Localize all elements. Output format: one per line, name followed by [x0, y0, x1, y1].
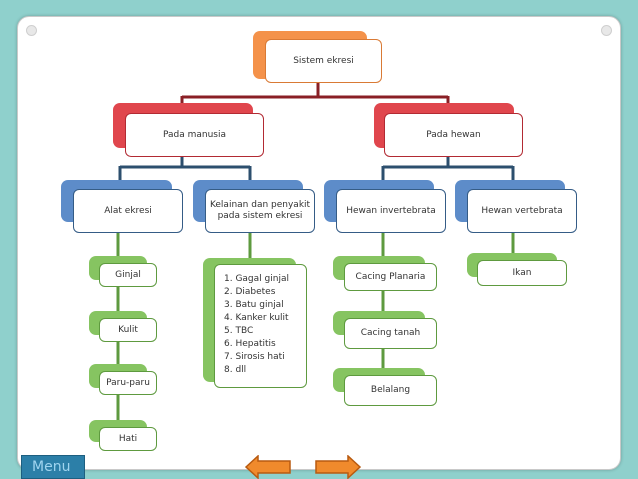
root-label: Sistem ekresi [293, 55, 354, 66]
subcategory-label: Alat ekresi [104, 205, 152, 216]
disease-item: 5. TBC [224, 326, 254, 336]
organ-label: Ginjal [115, 269, 141, 280]
organ-label: Kulit [118, 324, 138, 335]
disease-item: 2. Diabetes [224, 287, 276, 297]
arrow-left-icon[interactable] [245, 455, 291, 479]
subcategory-label: Hewan invertebrata [346, 205, 436, 216]
invertebrate-label: Cacing tanah [360, 328, 421, 339]
organ-label: Paru-paru [106, 377, 150, 388]
menu-label: Menu [32, 459, 71, 475]
disease-item: 6. Hepatitis [224, 339, 276, 349]
invertebrate-label: Belalang [370, 385, 411, 396]
disease-item: 7. Sirosis hati [224, 352, 285, 362]
subcategory-label: Hewan vertebrata [481, 205, 563, 216]
subcategory-label: Kelainan dan penyakit pada sistem ekresi [209, 200, 311, 221]
category-label: Pada hewan [426, 129, 481, 140]
arrow-right-icon[interactable] [315, 455, 361, 479]
menu-button[interactable]: Menu [21, 455, 85, 479]
disease-item: 3. Batu ginjal [224, 300, 284, 310]
corner-dot [601, 25, 612, 36]
disease-item: 4. Kanker kulit [224, 313, 289, 323]
disease-list: 1. Gagal ginjal 2. Diabetes 3. Batu ginj… [224, 273, 289, 377]
corner-dot [26, 25, 37, 36]
disease-item: 8. dll [224, 365, 247, 375]
invertebrate-label: Cacing Planaria [355, 271, 426, 282]
organ-label: Hati [118, 433, 138, 444]
disease-item: 1. Gagal ginjal [224, 274, 289, 284]
category-label: Pada manusia [162, 129, 227, 140]
vertebrate-label: Ikan [512, 267, 532, 278]
